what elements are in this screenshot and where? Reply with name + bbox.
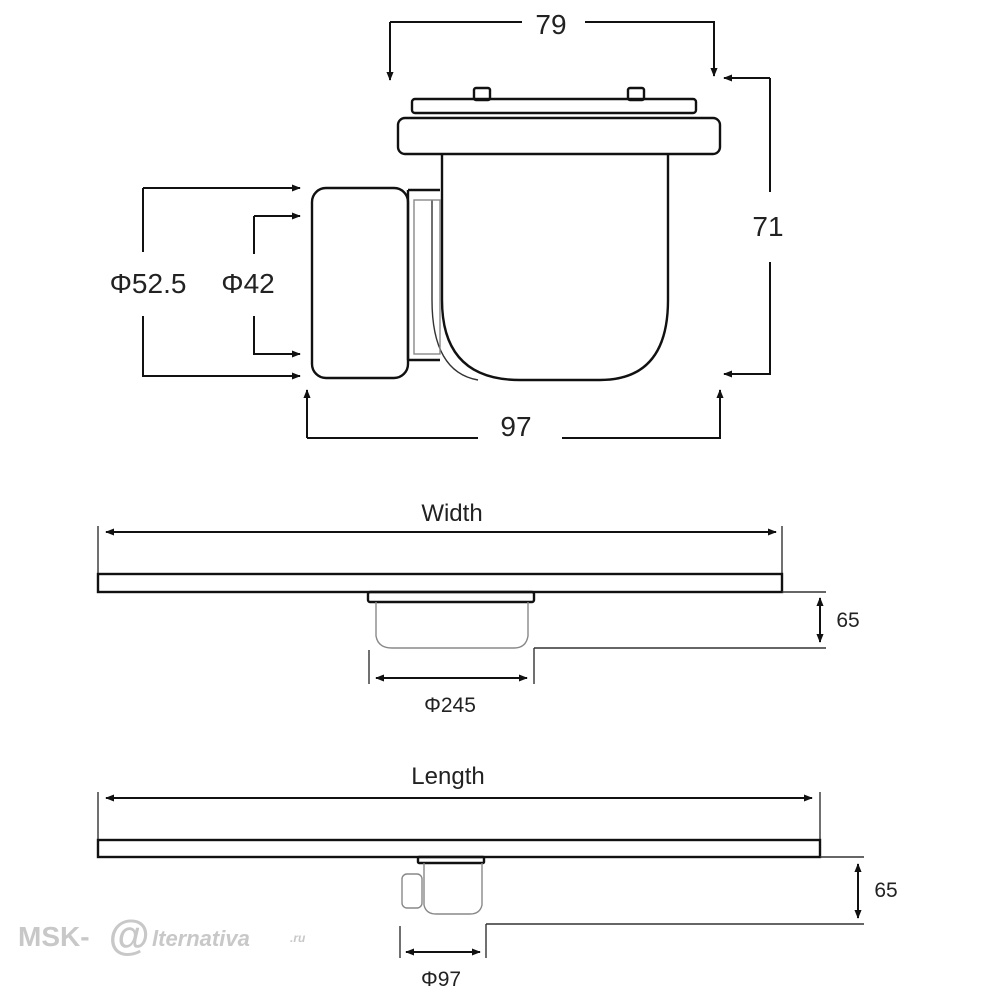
dim-97-label: 97 [500,411,531,442]
grate-pin-right [626,86,646,102]
width-depth-label: 65 [836,609,859,632]
length-drain-outlet [401,873,423,909]
dim-inner-diameter-label: Φ42 [221,268,274,299]
watermark: MSK- @ lternativa .ru [18,912,306,959]
dim-79-label: 79 [535,9,566,40]
dim-71: 71 [723,74,784,378]
watermark-suffix: .ru [290,931,306,945]
length-diameter-label: Φ97 [421,968,461,991]
width-tray [96,572,784,594]
length-label: Length [411,763,484,790]
watermark-at: @ [108,912,149,959]
trap-body [440,154,670,382]
length-drain-body [423,863,483,915]
trap-flange [396,116,722,156]
width-diameter-label: Φ245 [424,694,476,717]
dim-inner-diameter: Φ42 [221,212,301,358]
outlet-collar [413,199,441,355]
width-drain-flange [366,590,536,604]
grate-pin-left [472,86,492,102]
drain-trap-side-view [310,86,722,382]
length-drain-flange [416,855,486,865]
dim-outer-diameter: Φ52.5 [110,184,301,380]
length-view: Length 65 Φ97 [96,763,898,991]
width-label: Width [421,500,482,527]
length-tray [96,838,822,859]
trap-inner-line [431,200,479,381]
outlet-nut [310,186,410,380]
width-view: Width 65 Φ245 [96,500,860,717]
grate-plate [410,97,698,115]
watermark-left: MSK- [18,921,90,952]
length-depth-label: 65 [874,879,897,902]
dim-outer-diameter-label: Φ52.5 [110,268,187,299]
watermark-right: lternativa [152,926,250,951]
dim-79: 79 [386,9,718,81]
dim-97: 97 [303,389,724,442]
width-drain-body [375,602,529,649]
dim-71-label: 71 [752,211,783,242]
